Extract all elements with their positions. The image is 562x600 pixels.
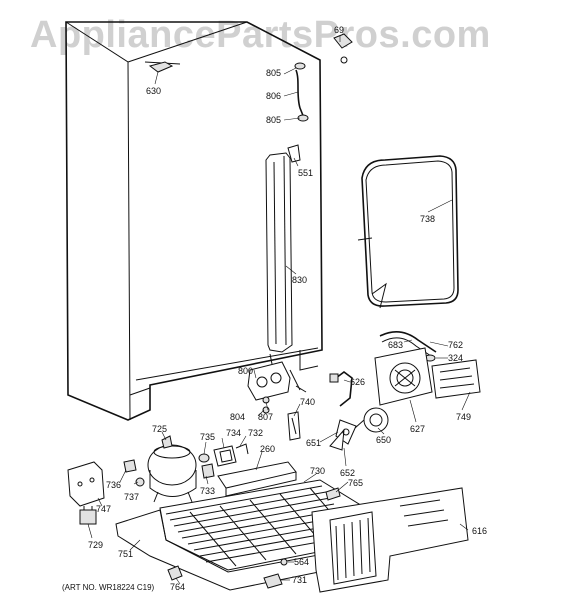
part-label-751: 751 [118, 549, 133, 559]
leader-lines [87, 36, 471, 585]
part-label-735: 735 [200, 432, 215, 442]
part-label-651: 651 [306, 438, 321, 448]
part-label-564: 564 [294, 557, 309, 567]
grommet-735 [198, 453, 210, 463]
refrigerator-cabinet [65, 21, 323, 421]
part-label-626: 626 [350, 377, 365, 387]
hinge-bracket [148, 61, 174, 73]
fan-shroud [374, 347, 433, 406]
compressor [147, 435, 197, 503]
part-label-734: 734 [226, 428, 241, 438]
part-736 [123, 459, 137, 473]
part-label-733: 733 [200, 486, 215, 496]
mounting-bracket [67, 461, 105, 507]
clip-765 [325, 487, 341, 501]
part-label-830: 830 [292, 275, 307, 285]
rear-grille [311, 487, 469, 593]
part-label-738: 738 [420, 214, 435, 224]
water-valve [247, 353, 307, 401]
part-label-551: 551 [298, 168, 313, 178]
control-board [431, 359, 481, 399]
part-label-762: 762 [448, 340, 463, 350]
condenser-fan-motor [354, 407, 389, 433]
part-label-805-top: 805 [266, 68, 281, 78]
part-label-683: 683 [388, 340, 403, 350]
part-label-731: 731 [292, 575, 307, 585]
part-label-740: 740 [300, 397, 315, 407]
tube-762 [379, 331, 437, 359]
screw-564 [280, 558, 288, 566]
hinge-pin [333, 33, 353, 64]
part-label-69: 69 [334, 25, 344, 35]
start-relay [213, 445, 237, 467]
drain-pan [217, 461, 297, 497]
part-label-764: 764 [170, 582, 185, 592]
part-label-747: 747 [96, 504, 111, 514]
part-label-732: 732 [248, 428, 263, 438]
part-737 [135, 477, 145, 487]
part-labels: 69 630 805 806 805 551 738 830 683 762 3… [88, 25, 487, 592]
heater-loop [357, 155, 459, 309]
drain-tube-assembly [294, 62, 309, 122]
part-label-730: 730 [310, 466, 325, 476]
art-number: (ART NO. WR18224 C19) [62, 583, 155, 592]
fan-blade [329, 419, 357, 451]
part-label-807: 807 [258, 412, 273, 422]
part-label-324: 324 [448, 353, 463, 363]
mullion-bracket [287, 144, 301, 163]
part-label-737: 737 [124, 492, 139, 502]
part-label-804: 804 [230, 412, 245, 422]
defrost-heater-clip [287, 411, 301, 441]
clip-764 [167, 565, 183, 581]
part-label-749: 749 [456, 412, 471, 422]
overload-clip [235, 443, 249, 455]
part-label-725: 725 [152, 424, 167, 434]
clip-731 [263, 573, 283, 589]
part-label-729: 729 [88, 540, 103, 550]
center-mullion [265, 152, 293, 353]
part-label-736: 736 [106, 480, 121, 490]
part-label-627: 627 [410, 424, 425, 434]
overload-protector [201, 463, 215, 479]
part-label-616: 616 [472, 526, 487, 536]
part-label-800: 800 [238, 366, 253, 376]
power-cord [329, 371, 353, 407]
part-label-805-bottom: 805 [266, 115, 281, 125]
part-label-650: 650 [376, 435, 391, 445]
part-label-260: 260 [260, 444, 275, 454]
capacitor [79, 506, 97, 525]
part-label-652: 652 [340, 468, 355, 478]
part-label-806: 806 [266, 91, 281, 101]
part-label-765: 765 [348, 478, 363, 488]
part-label-630: 630 [146, 86, 161, 96]
